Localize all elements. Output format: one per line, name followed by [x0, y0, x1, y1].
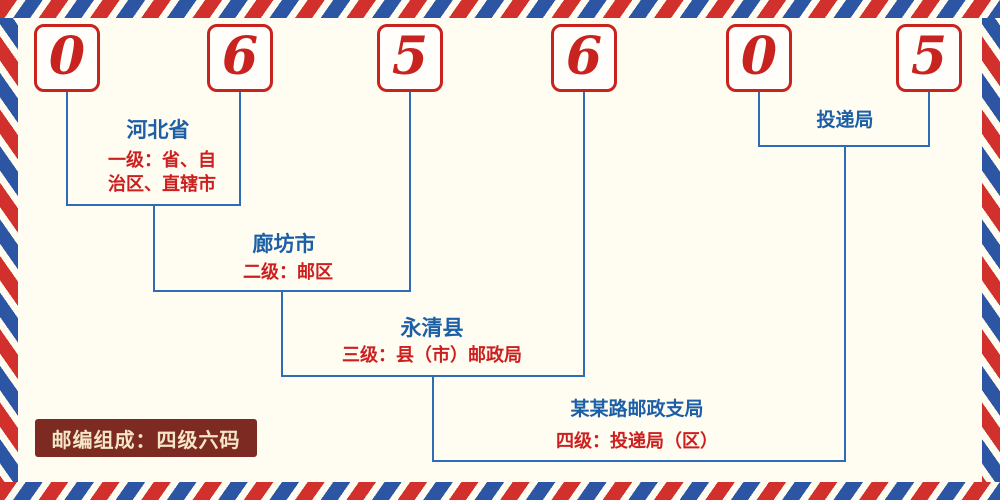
postcode-composition-badge: 邮编组成：四级六码: [35, 419, 257, 457]
level2-desc-label: 二级：邮区: [243, 262, 333, 283]
postal-digit-1: 0: [34, 24, 100, 92]
postal-digit-4: 6: [551, 24, 617, 92]
connector-line: [432, 377, 434, 460]
postal-digit-3: 5: [377, 24, 443, 92]
connector-line: [153, 206, 155, 290]
connector-line: [153, 290, 411, 292]
postal-digit-6: 5: [896, 24, 962, 92]
connector-line: [432, 460, 846, 462]
airmail-border-top: [0, 0, 1000, 18]
level2-place-label: 廊坊市: [252, 232, 316, 256]
connector-line: [239, 92, 241, 206]
postal-digit-5: 0: [726, 24, 792, 92]
connector-line: [281, 292, 283, 375]
level3-desc-label: 三级：县（市）邮政局: [342, 345, 522, 366]
level3-place-label: 永清县: [400, 316, 464, 340]
airmail-border-right: [982, 0, 1000, 500]
level1-place-label: 河北省: [126, 118, 190, 142]
delivery-office-label: 投递局: [816, 109, 874, 131]
connector-line: [758, 145, 930, 147]
connector-line: [409, 92, 411, 290]
connector-line: [281, 375, 585, 377]
connector-line: [928, 92, 930, 145]
connector-line: [583, 92, 585, 375]
airmail-border-bottom: [0, 482, 1000, 500]
airmail-border-left: [0, 0, 18, 500]
level4-place-label: 某某路邮政支局: [570, 398, 704, 420]
level1-desc-line1: 一级：省、自: [108, 150, 216, 171]
connector-line: [66, 92, 68, 206]
level1-desc-line2: 治区、直辖市: [108, 174, 216, 195]
connector-line: [758, 92, 760, 145]
level4-desc-label: 四级：投递局（区）: [556, 431, 718, 452]
connector-line: [844, 147, 846, 460]
connector-line: [66, 204, 241, 206]
postal-digit-2: 6: [207, 24, 273, 92]
